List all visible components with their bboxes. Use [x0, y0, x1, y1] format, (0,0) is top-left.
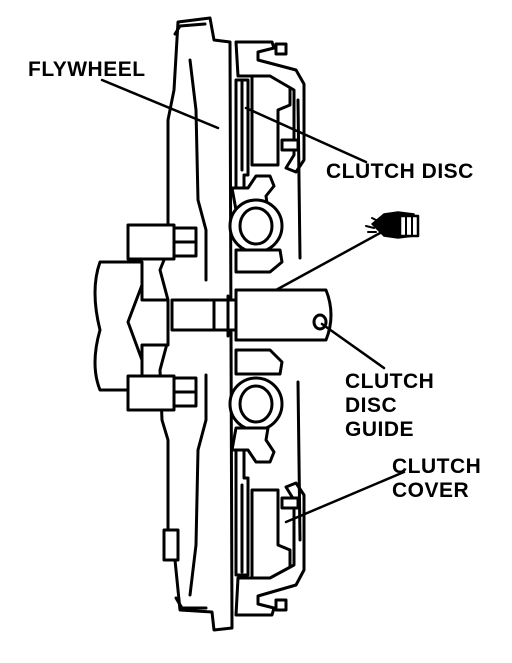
cover-bolt-lower [274, 598, 288, 612]
clutch-disc-guide-label-line1: CLUTCH [345, 370, 435, 393]
crankshaft [93, 260, 170, 392]
clutch-cover-label: CLUTCH COVER [392, 455, 481, 503]
guide-tool-hole [312, 313, 328, 331]
clutch-disc-guide-label-line2: DISC [345, 394, 398, 417]
spring-clip-upper [280, 138, 300, 152]
leader-grease [274, 230, 384, 292]
diaphragm-spring-lower [296, 380, 302, 542]
bolt-upper-head [126, 223, 176, 261]
diaphragm-spring-upper [296, 98, 302, 260]
clutch-cover-label-line1: CLUTCH [392, 455, 482, 478]
hub-web-lower [234, 348, 284, 376]
clutch-disc-label: CLUTCH DISC [326, 160, 474, 183]
leader-clutch-disc-guide [320, 322, 386, 370]
flywheel-rear-rim [173, 22, 208, 610]
bolt-lower-head [126, 374, 176, 412]
clutch-cover-lower [234, 481, 306, 617]
hub-web-upper [234, 248, 284, 274]
clutch-cover-label-line2: COVER [392, 479, 470, 502]
grease-brush-icon [365, 211, 420, 239]
spring-clip-lower [280, 496, 300, 510]
flywheel-inner-contour-lower [188, 373, 208, 597]
disc-hub-lower [230, 426, 276, 464]
clutch-cover-upper [234, 40, 306, 174]
crankshaft-taper [126, 283, 144, 362]
clutch-disc-guide-label-line3: GUIDE [345, 418, 415, 441]
flywheel-inner-contour [188, 58, 208, 282]
leader-flywheel [100, 78, 220, 130]
leader-clutch-cover [284, 470, 406, 524]
flywheel-bolt-bottom [162, 528, 180, 562]
clutch-disc-guide-label: CLUTCH DISC GUIDE [345, 370, 434, 442]
leader-clutch-disc [244, 106, 368, 164]
cover-bolt-upper [274, 42, 288, 56]
flywheel-label: FLYWHEEL [28, 58, 146, 81]
